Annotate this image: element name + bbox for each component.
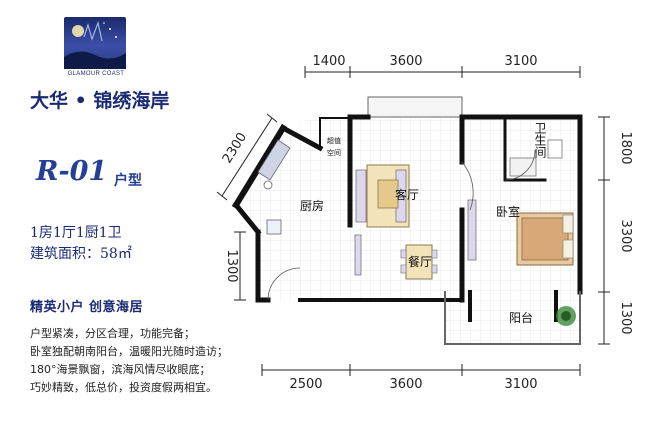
doors: [267, 149, 536, 301]
dim-right-1: 1800: [618, 131, 633, 164]
slogan: 精英小户 创意海居: [30, 300, 144, 315]
sofa-set: [355, 164, 410, 228]
room-dining: 餐厅: [408, 254, 432, 269]
description-line: 巧妙精致，低总价，投资度假两相宜。: [30, 381, 217, 394]
dimension-lines: [216, 66, 610, 376]
pipe-space-line1: 超值: [327, 136, 341, 145]
wardrobe: [467, 199, 477, 261]
logo-icon: [64, 17, 126, 69]
logo-subtitle: GLAMOUR COAST: [67, 71, 125, 77]
description-line: 户型紧凑，分区合理，功能完备；: [30, 327, 195, 340]
wash-basin: [509, 157, 537, 177]
unit-code: R-01: [36, 156, 108, 187]
plant-icon-center: [561, 311, 571, 321]
room-bathroom: 卫生间: [533, 122, 547, 158]
dim-bottom-1: 2500: [289, 377, 322, 392]
room-kitchen: 厨房: [300, 198, 324, 213]
room-living: 客厅: [395, 187, 419, 202]
description-line: 卧室独配朝南阳台，温暖阳光随时造访；: [30, 345, 228, 358]
room-bathroom-label: 卫生间: [533, 122, 547, 158]
room-layout: 1房1厅1厨1卫: [30, 225, 122, 241]
room-balcony: 阳台: [509, 310, 533, 325]
dim-top-3: 3100: [504, 54, 537, 69]
dim-left-diagonal: 2300: [220, 130, 250, 166]
walls: [231, 114, 583, 345]
bed: [516, 212, 574, 266]
description-line: 180°海景飘窗，滨海风情尽收眼底；: [30, 363, 211, 376]
bay-window: [367, 96, 463, 118]
dim-right-2: 3300: [618, 219, 633, 252]
stove: [263, 180, 273, 190]
sink: [266, 219, 282, 235]
tv-cabinet: [354, 234, 362, 276]
dim-bottom-3: 3100: [504, 377, 537, 392]
kitchen-counter: [257, 139, 291, 181]
dim-bottom-2: 3600: [389, 377, 422, 392]
dining-table: [400, 244, 438, 280]
dim-right-3: 1300: [618, 301, 633, 334]
pipe-space-line2: 空间: [327, 148, 341, 157]
unit-type-label: 户型: [114, 173, 142, 189]
dim-top-1: 1400: [312, 54, 345, 69]
brand-title: 大华 • 锦绣海岸: [30, 90, 170, 112]
room-bedroom: 卧室: [496, 204, 520, 219]
dim-top-2: 3600: [389, 54, 422, 69]
toilet: [547, 139, 563, 159]
dim-left-vertical: 1300: [224, 249, 239, 282]
floor-area: 建筑面积：58㎡: [30, 246, 132, 262]
